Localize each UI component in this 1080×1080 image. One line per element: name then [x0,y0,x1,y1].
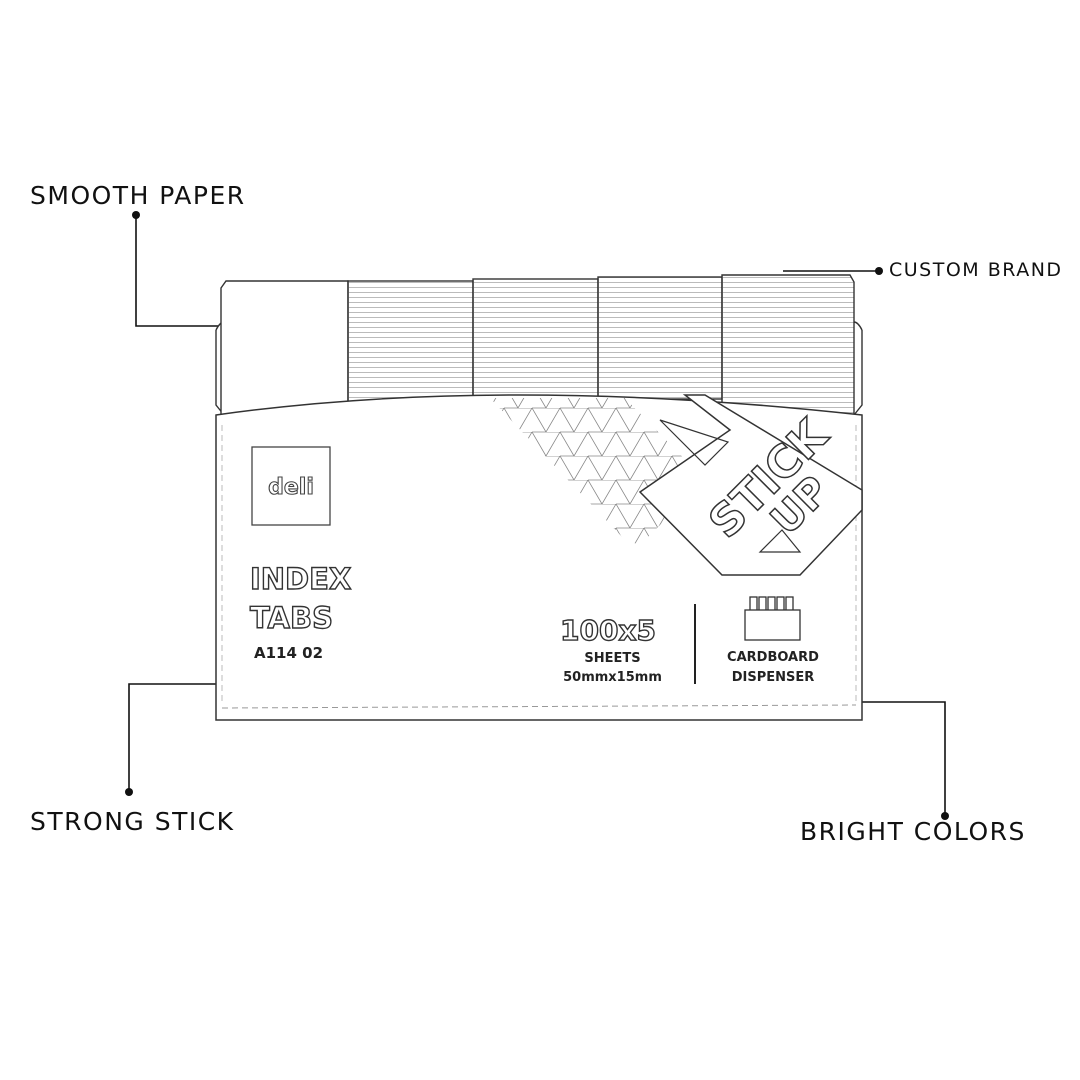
sheets-label: SHEETS [584,651,641,666]
callout-smooth-paper: SMOOTH PAPER [30,181,246,210]
callout-bright-colors: BRIGHT COLORS [800,817,1026,846]
product-title-line2: TABS [249,600,333,635]
callout-lines [128,215,946,816]
tab-stack [220,274,855,416]
stick-up-badge-shape [638,394,863,576]
callout-custom-brand: CUSTOM BRAND [889,259,1063,281]
callout-strong-stick: STRONG STICK [30,807,235,836]
dispenser-label-line2: DISPENSER [731,670,815,685]
product-title-line1: INDEX [249,561,352,596]
dispenser-label-line1: CARDBOARD [727,650,819,665]
tab-size: 50mmx15mm [563,670,662,685]
deli-logo-box [251,446,331,526]
callout-dots [125,211,949,820]
deli-logo: deli [268,475,314,500]
sheet-count: 100x5 [559,613,656,647]
dispenser-icon [744,596,801,641]
model-number: A114 02 [254,644,324,662]
